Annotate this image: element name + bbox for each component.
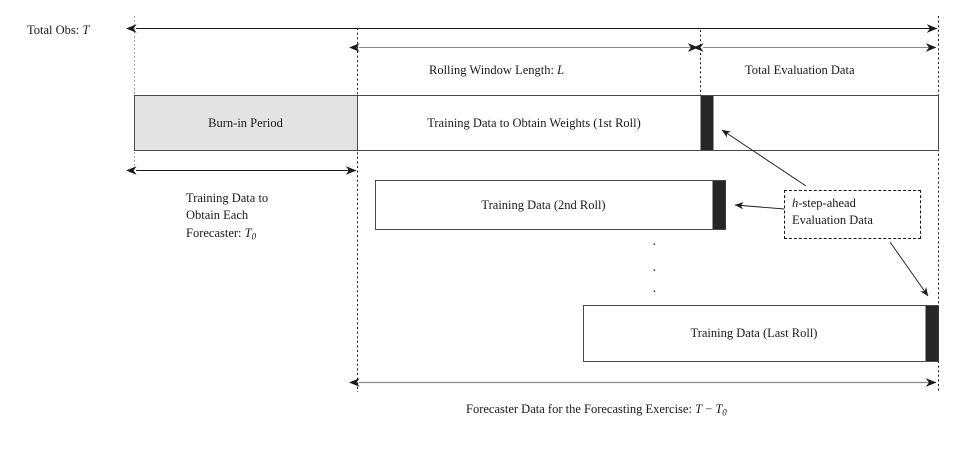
bottom-axis-symbol-t0: T: [715, 402, 723, 416]
h-step-ahead-text: -step-ahead: [798, 196, 856, 210]
first-roll-eval-bar: [700, 96, 714, 150]
t0-symbol: T: [244, 225, 252, 240]
rolling-window-label: Rolling Window Length: L: [429, 62, 564, 79]
callout-leader-first-roll: [721, 129, 807, 187]
total-obs-symbol: T: [82, 23, 90, 37]
total-obs-text: Total Obs:: [27, 23, 83, 37]
h-symbol: h: [792, 196, 799, 210]
t0-label-line3: Forecaster:: [186, 225, 245, 240]
callout-leader-last-roll: [889, 241, 929, 297]
ellipsis-dot-3: ·: [652, 285, 657, 300]
bottom-axis-symbol-t: T: [695, 402, 703, 416]
t0-label-line2: Obtain Each: [186, 208, 249, 223]
evaluation-data-text: Evaluation Data: [792, 212, 873, 227]
bottom-axis-text: Forecaster Data for the Forecasting Exer…: [466, 402, 696, 416]
total-evaluation-data-label: Total Evaluation Data: [745, 63, 855, 77]
t0-label: Training Data to Obtain Each Forecaster:…: [186, 190, 346, 242]
rolling-window-text: Rolling Window Length:: [429, 63, 558, 77]
first-roll-box: [357, 95, 939, 151]
total-obs-label: Total Obs: T: [27, 22, 89, 39]
ellipsis-dot-2: ·: [652, 264, 657, 279]
rolling-window-symbol: L: [557, 63, 565, 77]
t0-label-line1: Training Data to: [186, 191, 269, 205]
bottom-axis-minus: −: [702, 402, 716, 416]
ellipsis-dot-1: ·: [652, 238, 657, 253]
bottom-axis-subscript: 0: [722, 407, 727, 418]
bottom-axis-label: Forecaster Data for the Forecasting Exer…: [466, 401, 727, 419]
t0-subscript: 0: [251, 231, 257, 242]
h-step-ahead-callout: h-step-ahead Evaluation Data: [784, 190, 921, 239]
last-roll-eval-bar: [925, 306, 939, 361]
second-roll-box: [375, 180, 726, 230]
second-roll-eval-bar: [712, 181, 726, 229]
burn-in-box: [134, 95, 358, 151]
last-roll-box: [583, 305, 939, 362]
